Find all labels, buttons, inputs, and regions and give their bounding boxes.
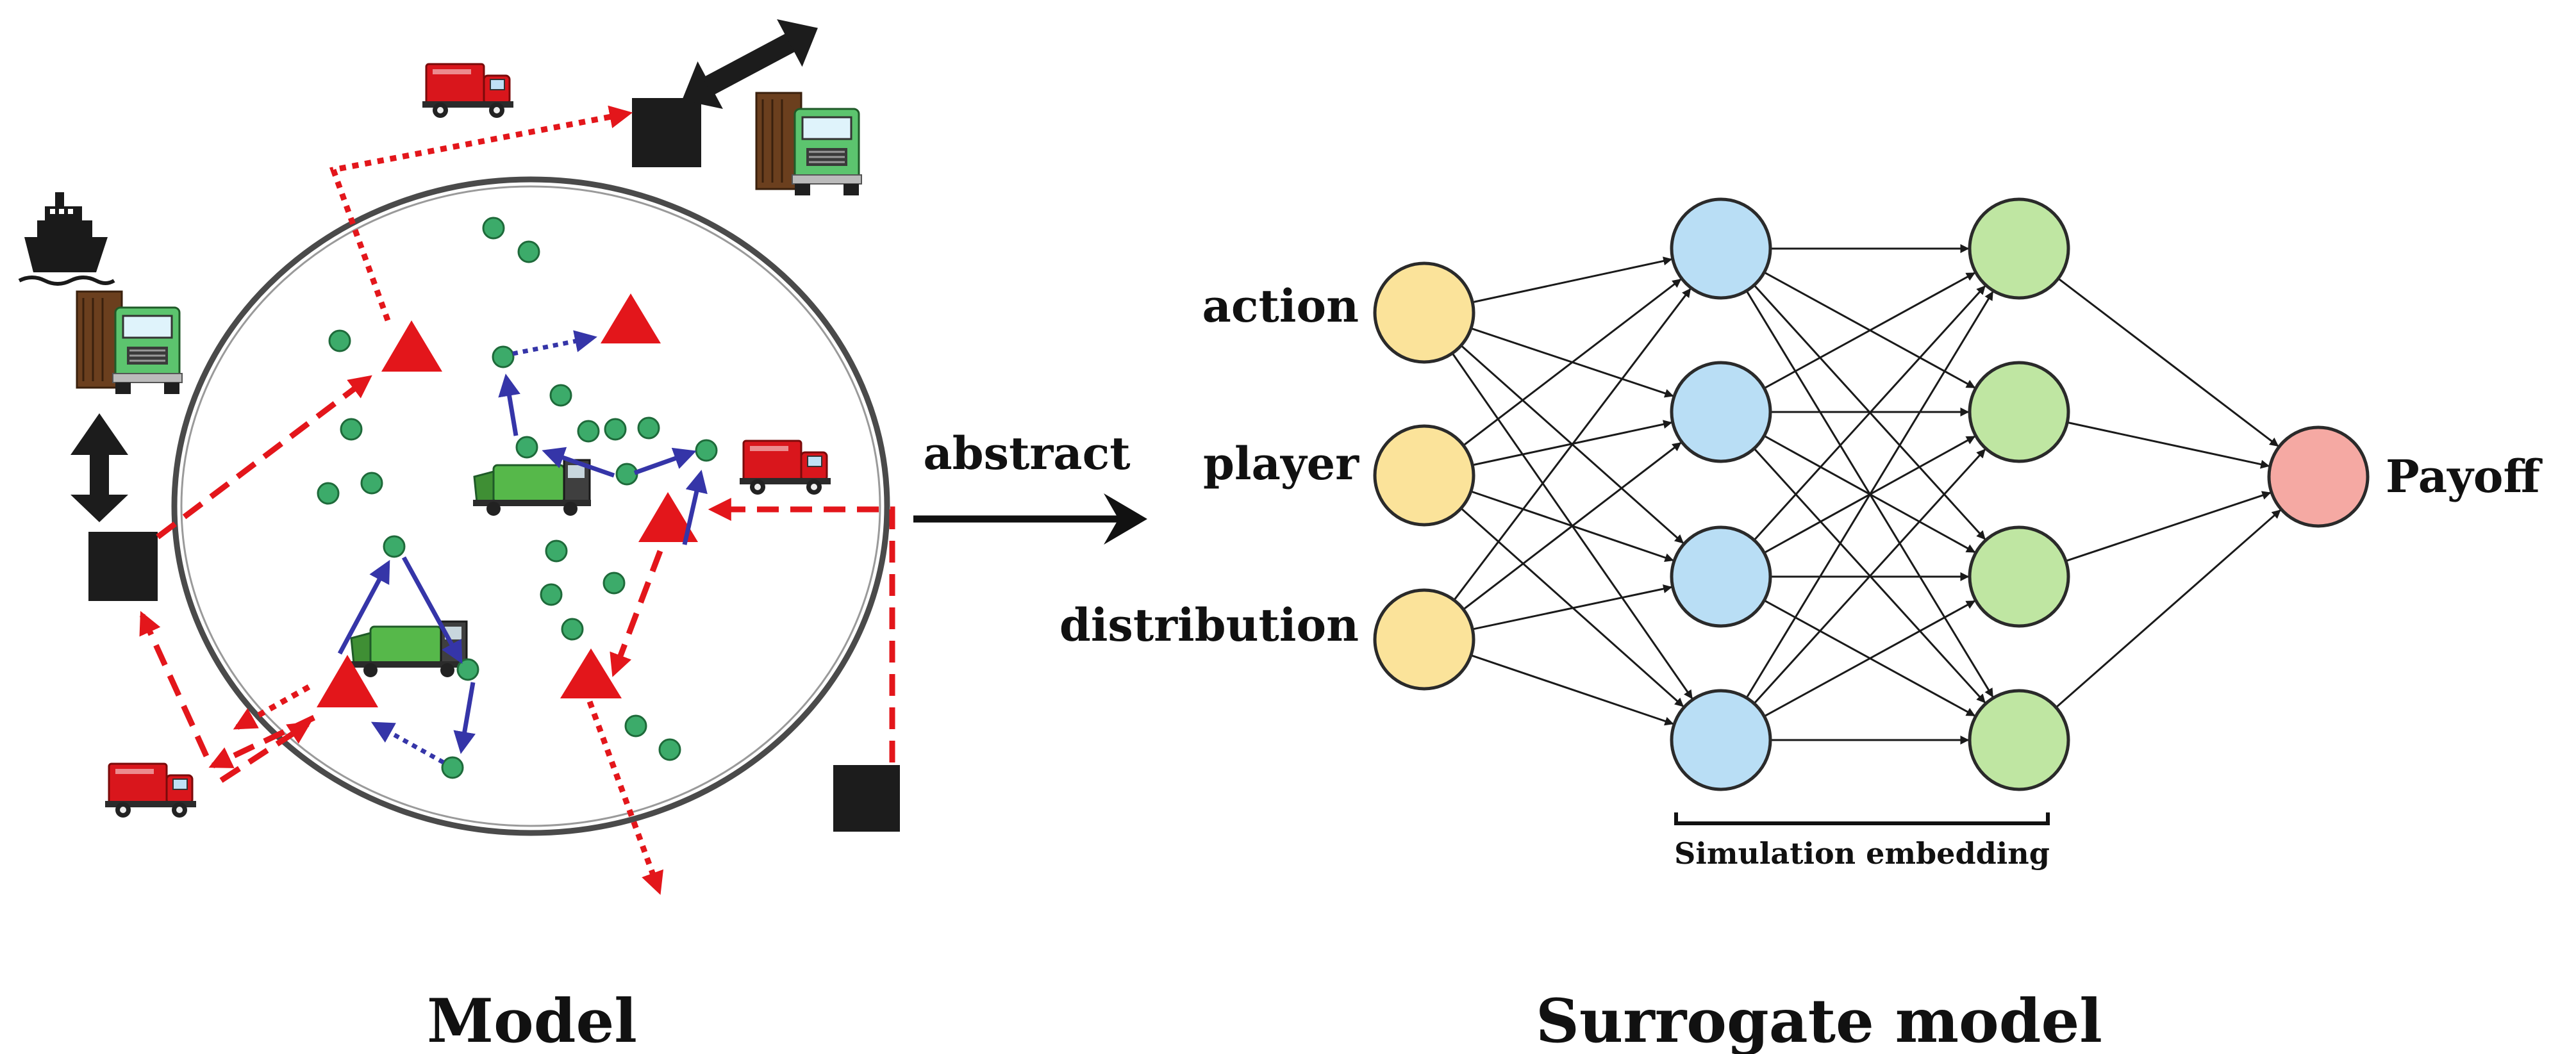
network-edge <box>1472 584 1673 630</box>
red-routes-dashed <box>139 375 895 783</box>
garbage-truck-icon-lower <box>349 620 469 679</box>
collection-point-dot <box>515 436 538 459</box>
hidden2-node <box>1968 361 2070 463</box>
collection-point-dot <box>637 416 660 440</box>
network-edge <box>1463 278 1682 447</box>
transfer-triangle <box>601 293 661 343</box>
network-edge <box>1470 654 1674 726</box>
simulation-embedding-bracket <box>1674 812 2050 825</box>
surrogate-model-title: Surrogate model <box>1536 986 2102 1054</box>
collection-point-dot <box>624 714 647 737</box>
model-title: Model <box>427 986 637 1054</box>
network-edge <box>1453 288 1691 601</box>
network-edge <box>1463 441 1682 611</box>
collection-point-dot <box>340 418 363 441</box>
collection-point-dot <box>545 539 568 563</box>
model-panel <box>18 19 900 895</box>
red-routes-dotted <box>233 105 664 895</box>
simulation-embedding-caption: Simulation embedding <box>1674 836 2050 871</box>
input-node <box>1373 588 1475 691</box>
collection-point-dot <box>441 756 464 779</box>
hidden1-node <box>1670 361 1772 463</box>
transfer-triangles <box>317 293 698 707</box>
collection-point-dot <box>695 439 718 462</box>
input-label-player: player <box>1203 437 1359 490</box>
output-label-payoff: Payoff <box>2386 450 2543 503</box>
network-edge <box>1763 272 1975 390</box>
collection-point-dot <box>658 738 681 761</box>
collection-point-dot <box>383 535 406 558</box>
collection-point-dot <box>317 482 340 505</box>
collection-point-dot <box>549 384 572 407</box>
depot-square-top <box>632 98 701 167</box>
collection-point-dot <box>561 618 584 641</box>
network-edge <box>1753 285 1986 541</box>
blue-routes-dotted <box>370 330 597 765</box>
network-edge <box>2055 509 2281 709</box>
network-edge <box>2065 491 2272 563</box>
hidden1-node <box>1670 197 1772 300</box>
input-node <box>1373 261 1475 364</box>
collection-point-dot <box>604 418 627 441</box>
collection-point-dot <box>492 345 515 368</box>
hidden1-node <box>1670 525 1772 628</box>
input-label-distribution: distribution <box>1059 598 1359 652</box>
depot-square-left <box>88 532 158 601</box>
collection-point-dot <box>482 217 505 240</box>
network-nodes <box>1373 197 2370 791</box>
output-node <box>2267 425 2370 528</box>
collection-point-dot <box>328 329 351 352</box>
transfer-triangle <box>560 648 622 698</box>
double-arrow-vertical-icon <box>71 413 128 522</box>
network-edge <box>2066 421 2270 469</box>
delivery-truck-icon-bottom <box>104 762 197 819</box>
transfer-triangle <box>381 320 442 372</box>
delivery-truck-icon-top <box>421 63 515 119</box>
network-edge <box>1763 600 1975 718</box>
collection-point-dot <box>615 463 638 486</box>
garbage-truck-icon-center <box>472 459 592 517</box>
ship-icon <box>18 192 115 286</box>
input-node <box>1373 424 1475 527</box>
double-arrow-diagonal-icon <box>682 19 818 109</box>
transfer-triangle <box>638 492 698 542</box>
hidden2-node <box>1968 197 2070 300</box>
input-label-action: action <box>1202 279 1359 333</box>
abstract-arrow <box>913 493 1147 545</box>
blue-routes-solid <box>337 374 708 754</box>
hidden2-node <box>1968 525 2070 628</box>
network-edges <box>1451 244 2281 745</box>
collection-point-dot <box>517 240 540 263</box>
collection-point-dot <box>577 420 600 443</box>
collection-point-dot <box>602 572 626 595</box>
semi-truck-icon-top <box>755 92 863 197</box>
collection-point-dot <box>456 658 479 681</box>
abstract-label: abstract <box>923 427 1130 480</box>
network-edge <box>1472 256 1673 304</box>
depot-square-bottom-right <box>833 765 900 832</box>
semi-truck-icon-left <box>76 290 183 395</box>
transfer-triangle <box>317 655 378 707</box>
collection-points <box>317 217 718 779</box>
delivery-truck-icon-right <box>738 440 832 496</box>
network-edge <box>2057 277 2279 447</box>
hidden2-node <box>1968 689 2070 791</box>
network-edge <box>1753 449 1986 705</box>
city-boundary-circle <box>171 176 890 836</box>
collection-point-dot <box>540 583 563 606</box>
surrogate-network <box>1373 197 2370 791</box>
hidden1-node <box>1670 689 1772 791</box>
collection-point-dot <box>360 472 383 495</box>
network-edge <box>1745 291 1994 698</box>
